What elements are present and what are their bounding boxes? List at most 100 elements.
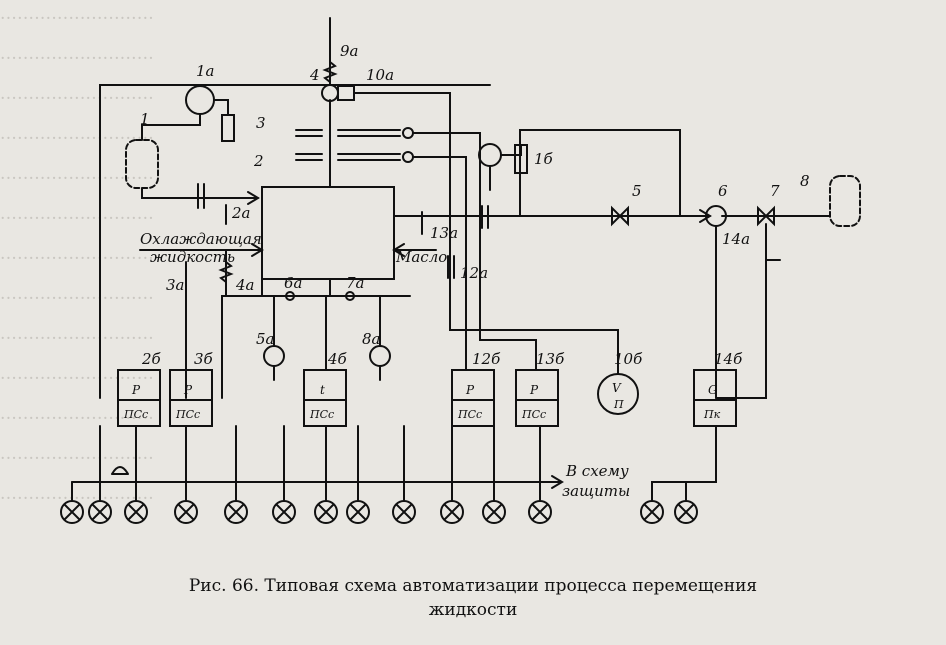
bottom-bus bbox=[71, 425, 561, 483]
label-3a: 3а bbox=[166, 276, 185, 294]
line-1b bbox=[489, 144, 522, 191]
glyph-4b-ps: ПСс bbox=[309, 408, 334, 421]
glyph-14b-g: G bbox=[708, 383, 718, 397]
label-12a: 12а bbox=[460, 264, 488, 282]
signal-lamp bbox=[640, 500, 664, 524]
loop-right bbox=[519, 129, 681, 217]
background-text-line: ........................... bbox=[0, 244, 155, 264]
background-text-line: ........................... bbox=[0, 444, 155, 464]
label-7a: 7а bbox=[346, 274, 365, 292]
signal-lamp bbox=[674, 500, 698, 524]
signal-lamps bbox=[60, 500, 698, 524]
label-oil: Масло bbox=[395, 248, 447, 266]
label-4a: 4а bbox=[235, 276, 255, 294]
bell bbox=[111, 466, 129, 475]
label-2b: 2б bbox=[141, 350, 162, 368]
caption-line-2: жидкости bbox=[428, 600, 518, 620]
label-coolant-1: Охлаждающая bbox=[140, 230, 262, 248]
label-coolant-2: жидкость bbox=[150, 248, 235, 266]
line-3-out bbox=[412, 132, 481, 297]
label-1b: 1б bbox=[534, 150, 554, 168]
lamps-14b-wiring bbox=[651, 425, 717, 501]
label-6: 6 bbox=[718, 182, 728, 200]
sensor-3-bot bbox=[402, 151, 414, 163]
label-3b: 3б bbox=[194, 350, 214, 368]
glyph-10b-p: П bbox=[613, 398, 624, 411]
signal-lamp bbox=[88, 500, 112, 524]
glyph-3b-p: P bbox=[183, 383, 193, 397]
line-1a-motor bbox=[213, 99, 229, 116]
glyph-2b-p: P bbox=[131, 383, 141, 397]
valve-7 bbox=[757, 205, 775, 227]
background-text-line: ........................... bbox=[0, 284, 155, 304]
background-text-line: ........................... bbox=[0, 484, 155, 504]
background-text-line: ........................... bbox=[0, 44, 155, 64]
line-1-to-2 bbox=[141, 187, 259, 199]
background-text-line: ........................... bbox=[0, 324, 155, 344]
signal-lamp bbox=[482, 500, 506, 524]
label-1a: 1а bbox=[196, 62, 215, 80]
glyph-14b-pk: Пк bbox=[703, 408, 721, 421]
pump-5a bbox=[263, 345, 285, 367]
label-9a: 9а bbox=[340, 42, 359, 60]
background-text-line: ........................... bbox=[0, 164, 155, 184]
line-4a-down bbox=[221, 249, 227, 399]
background-text-line: ........................... bbox=[0, 364, 155, 384]
label-5: 5 bbox=[632, 182, 642, 200]
pump-1a bbox=[185, 85, 215, 115]
figure-caption: Рис. 66. Типовая схема автоматизации про… bbox=[0, 574, 946, 622]
motor-1a bbox=[221, 114, 235, 142]
signal-lamp bbox=[392, 500, 416, 524]
line-4-right bbox=[353, 92, 451, 297]
instrument-3b bbox=[169, 369, 213, 427]
signal-lamp bbox=[224, 500, 248, 524]
coolant-arrow bbox=[251, 243, 264, 257]
valve-4 bbox=[321, 84, 339, 102]
label-14a: 14а bbox=[722, 230, 750, 248]
generator-1b bbox=[478, 143, 502, 167]
label-12b: 12б bbox=[472, 350, 501, 368]
line-10b bbox=[449, 295, 619, 375]
label-8: 8 bbox=[800, 172, 810, 190]
label-8a: 8а bbox=[362, 330, 381, 348]
glyph-13b-ps: ПСс bbox=[521, 408, 546, 421]
line-2b bbox=[99, 84, 491, 399]
valve-5 bbox=[611, 205, 629, 227]
label-3: 3 bbox=[256, 114, 266, 132]
signal-lamp bbox=[174, 500, 198, 524]
signal-lamp bbox=[60, 500, 84, 524]
block-2 bbox=[261, 186, 395, 280]
signal-lamp bbox=[528, 500, 552, 524]
caption-line-1: Рис. 66. Типовая схема автоматизации про… bbox=[188, 576, 758, 596]
cap-2a bbox=[197, 183, 205, 209]
signal-lamp bbox=[346, 500, 370, 524]
label-protection-2: защиты bbox=[562, 482, 630, 500]
background-text-line: ........................... bbox=[0, 124, 155, 144]
node-7a bbox=[345, 291, 355, 301]
node-6a bbox=[285, 291, 295, 301]
label-4: 4 bbox=[309, 66, 320, 84]
label-14b: 14б bbox=[714, 350, 743, 368]
background-text-line: ........................... bbox=[0, 4, 155, 24]
line-13b bbox=[479, 295, 537, 371]
glyph-12b-p: P bbox=[465, 383, 475, 397]
label-2a: 2а bbox=[231, 204, 251, 222]
background-text-line: ........................... bbox=[0, 84, 155, 104]
glyph-13b-p: P bbox=[529, 383, 539, 397]
label-1: 1 bbox=[140, 110, 150, 128]
label-13a: 13а bbox=[430, 224, 458, 242]
glyph-10b-v: V bbox=[612, 381, 622, 395]
lamp-drops bbox=[71, 481, 541, 501]
tank-8 bbox=[829, 175, 861, 227]
glyph-4b-t: t bbox=[320, 383, 325, 397]
signal-lamp bbox=[440, 500, 464, 524]
background-text-line: ........................... bbox=[0, 204, 155, 224]
label-10b: 10б bbox=[614, 350, 643, 368]
glyph-12b-ps: ПСс bbox=[457, 408, 482, 421]
sensor-3-top bbox=[402, 127, 414, 139]
label-13b: 13б bbox=[536, 350, 565, 368]
spring-9a bbox=[322, 61, 338, 83]
line-1-1a bbox=[141, 114, 201, 141]
